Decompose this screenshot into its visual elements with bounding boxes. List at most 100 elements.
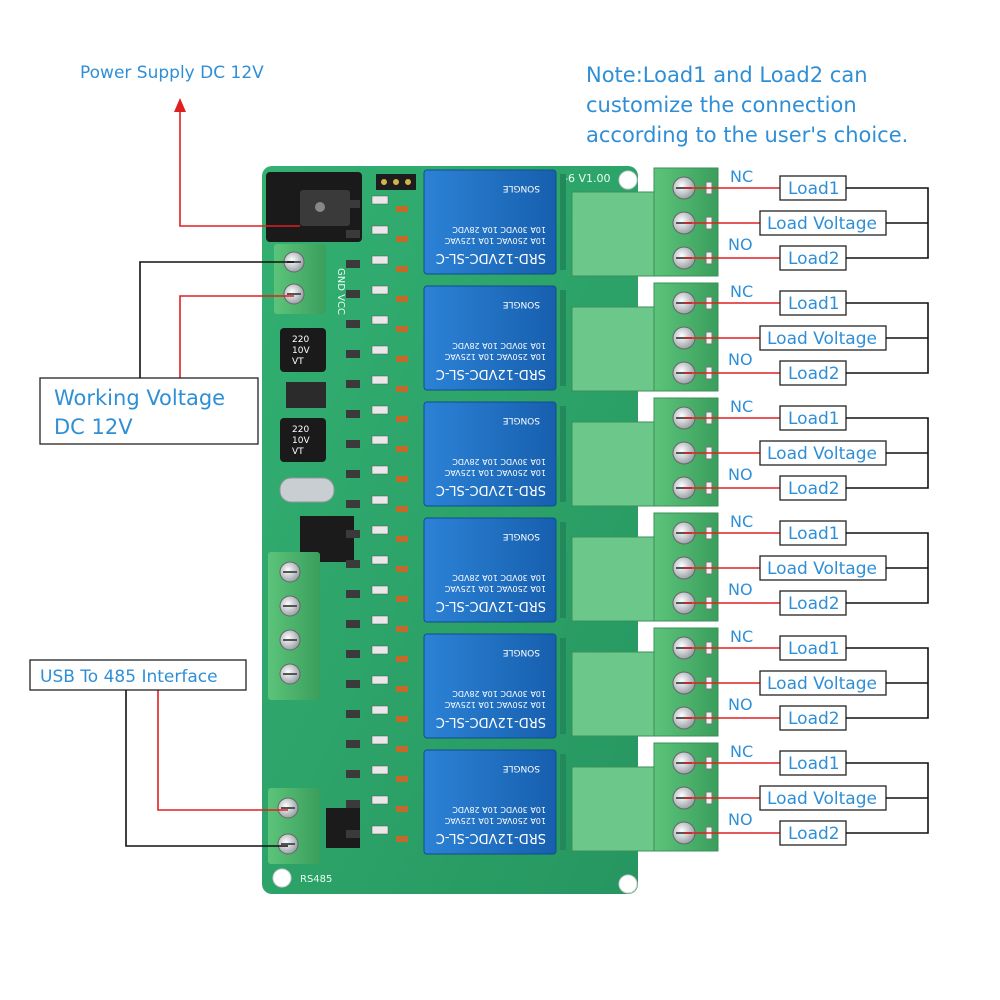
terminal-housing — [571, 766, 655, 852]
terminal-housing — [571, 651, 655, 737]
smd-diode — [396, 206, 408, 212]
smd-diode — [396, 776, 408, 782]
mount-hole — [272, 868, 292, 888]
load-voltage-label: Load Voltage — [767, 789, 877, 809]
relay-pad-strip — [560, 406, 566, 502]
relay-brand-text: SONGLE — [502, 531, 540, 541]
smd-transistor — [346, 770, 360, 778]
smd-resistor — [371, 735, 389, 745]
load2-label: Load2 — [788, 824, 840, 844]
relay-rating-text: 10A 250VAC 10A 125VAC — [444, 700, 546, 709]
smd-diode — [396, 626, 408, 632]
load2-box — [779, 245, 847, 271]
load2-box — [779, 360, 847, 386]
nc-label: NC — [730, 742, 753, 761]
smd-diode — [396, 416, 408, 422]
smd-diode — [396, 686, 408, 692]
smd-transistor — [346, 290, 360, 298]
load-voltage-label: Load Voltage — [767, 674, 877, 694]
svg-text:220: 220 — [292, 335, 309, 345]
load-voltage-label: Load Voltage — [767, 559, 877, 579]
relay-rating-text: 10A 250VAC 10A 125VAC — [444, 468, 546, 477]
smd-transistor — [346, 500, 360, 508]
smd-resistor — [371, 495, 389, 505]
note-line: Note:Load1 and Load2 can — [586, 63, 868, 87]
relay-pad-strip — [560, 174, 566, 270]
relay-model-text: SRD-12VDC-SL-C — [436, 830, 546, 845]
load1-label: Load1 — [788, 639, 840, 659]
relay-pad-strip — [560, 754, 566, 850]
smd-transistor — [346, 320, 360, 328]
smd-resistor — [371, 555, 389, 565]
smd-transistor — [346, 350, 360, 358]
nc-label: NC — [730, 282, 753, 301]
no-label: NO — [728, 695, 753, 714]
smd-transistor — [346, 470, 360, 478]
smd-diode — [396, 506, 408, 512]
smd-diode — [396, 266, 408, 272]
smd-diode — [396, 566, 408, 572]
smd-transistor — [346, 200, 360, 208]
smd-diode — [396, 596, 408, 602]
load1-label: Load1 — [788, 409, 840, 429]
smd-resistor — [371, 525, 389, 535]
load2-label: Load2 — [788, 364, 840, 384]
nc-label: NC — [730, 627, 753, 646]
load-voltage-box — [759, 210, 887, 236]
smd-transistor — [346, 740, 360, 748]
load2-box — [779, 475, 847, 501]
smd-transistor — [346, 710, 360, 718]
power-terminal — [274, 244, 326, 314]
relay-model-text: SRD-12VDC-SL-C — [436, 482, 546, 497]
board-side-text: GND VCC — [335, 268, 346, 315]
terminal-housing — [571, 536, 655, 622]
nc-label: NC — [730, 397, 753, 416]
no-label: NO — [728, 235, 753, 254]
relay-rating-text: 10A 250VAC 10A 125VAC — [444, 236, 546, 245]
load1-box — [779, 520, 847, 546]
smd-resistor — [371, 255, 389, 265]
smd-transistor — [346, 410, 360, 418]
relay-body — [423, 285, 557, 391]
relay-body — [423, 169, 557, 275]
smd-resistor — [371, 315, 389, 325]
relay-body — [423, 749, 557, 855]
no-label: NO — [728, 810, 753, 829]
load-voltage-box — [759, 555, 887, 581]
smd-resistor — [371, 285, 389, 295]
relay-pad-strip — [560, 522, 566, 618]
smd-diode — [396, 236, 408, 242]
note-line: customize the connection — [586, 93, 857, 117]
smd-transistor — [346, 830, 360, 838]
smd-resistor — [371, 795, 389, 805]
usb-485-callout: USB To 485 Interface — [29, 659, 288, 847]
load1-label: Load1 — [788, 754, 840, 774]
smd-transistor — [346, 590, 360, 598]
relay-body — [423, 401, 557, 507]
relay-rating-text: 10A 30VDC 10A 28VDC — [452, 225, 546, 234]
smd-diode — [396, 296, 408, 302]
relay-brand-text: SONGLE — [502, 299, 540, 309]
smd-resistor — [371, 705, 389, 715]
smd-diode — [396, 716, 408, 722]
io-terminal-block — [268, 552, 320, 700]
load2-label: Load2 — [788, 249, 840, 269]
relay-model-text: SRD-12VDC-SL-C — [436, 250, 546, 265]
smd-transistor — [346, 440, 360, 448]
load-voltage-label: Load Voltage — [767, 329, 877, 349]
smd-diode — [396, 806, 408, 812]
load1-box — [779, 750, 847, 776]
smd-resistor — [371, 465, 389, 475]
smd-transistor — [346, 560, 360, 568]
smd-transistor — [346, 380, 360, 388]
pcb-board: -6 V1.00 GND VCC 220 10V VT 220 10V VT — [262, 166, 719, 894]
